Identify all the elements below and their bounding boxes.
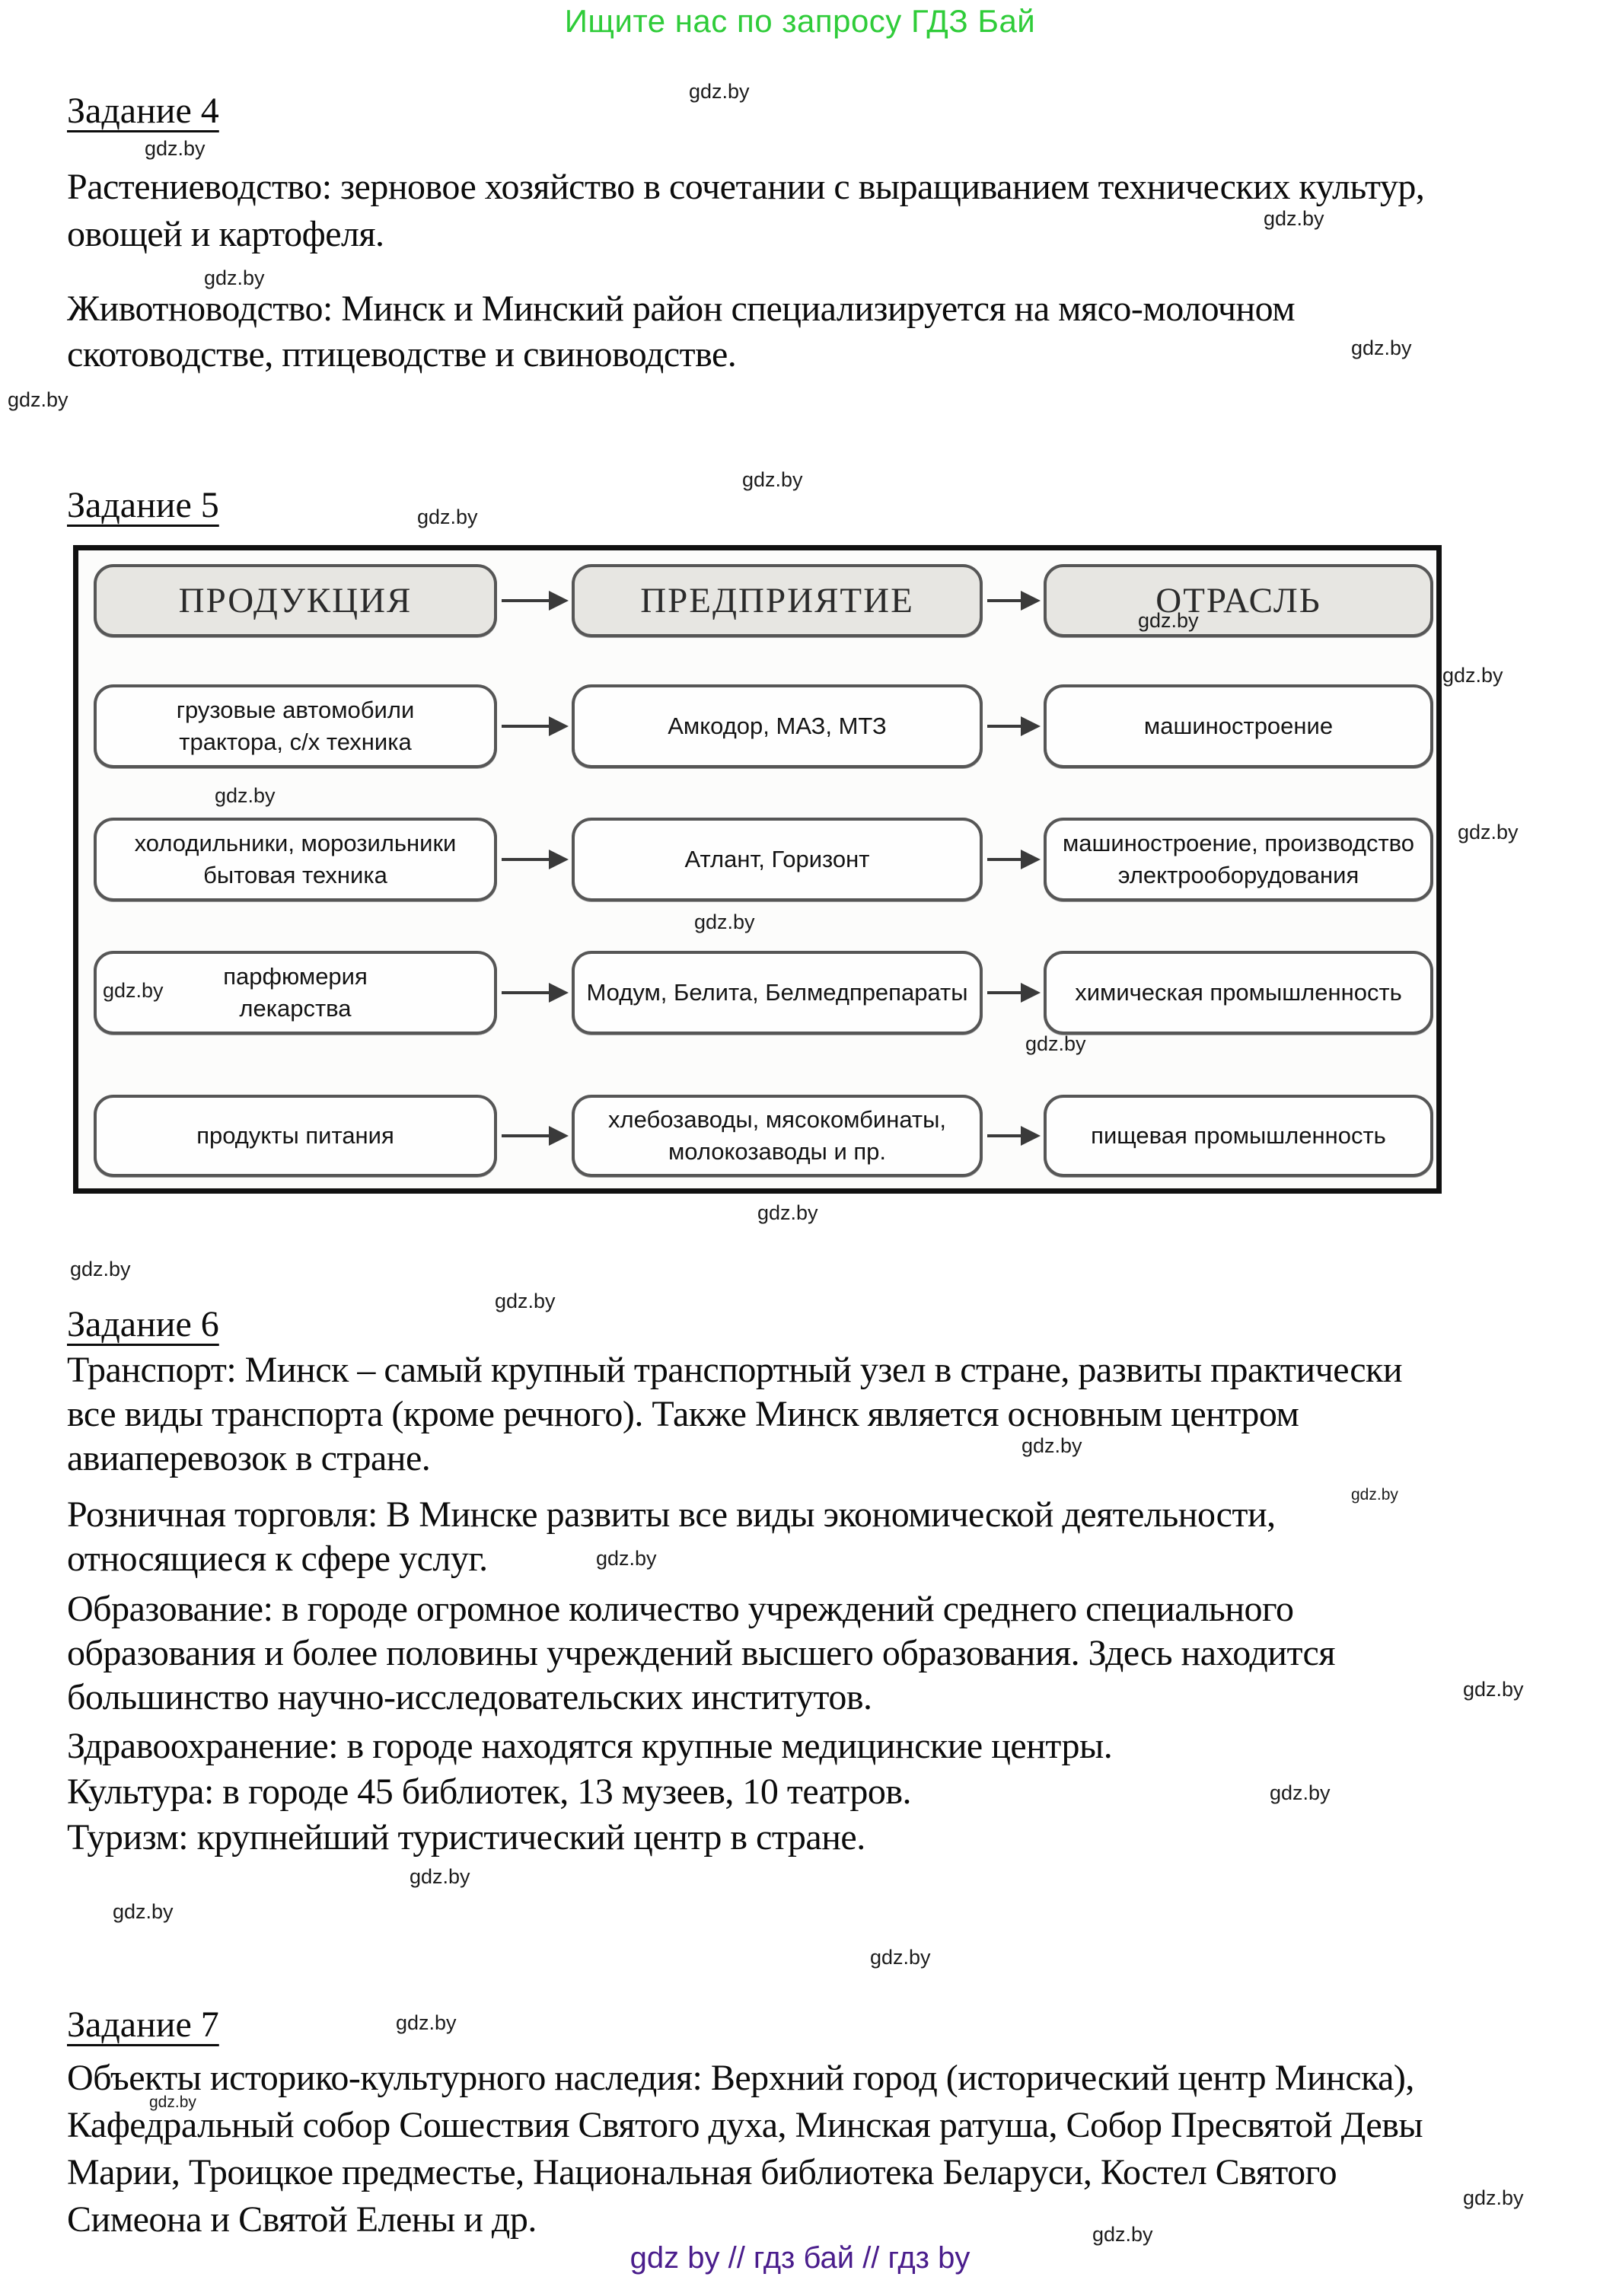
text-line: Кафедральный собор Сошествия Святого дух…	[67, 2105, 1423, 2145]
arrow-right-icon	[502, 591, 569, 611]
text-line: относящиеся к сфере услуг.	[67, 1539, 488, 1579]
text-line: Симеона и Святой Елены и др.	[67, 2199, 537, 2240]
watermark-gdzby: gdz.by	[596, 1547, 657, 1570]
watermark-gdzby: gdz.by	[417, 505, 478, 528]
arrow-right-icon	[502, 1126, 569, 1146]
watermark-gdzby: gdz.by	[1442, 664, 1503, 687]
diagram-header-enterprise: ПРЕДПРИЯТИЕ	[572, 564, 983, 637]
diagram-header-products: ПРОДУКЦИЯ	[94, 564, 497, 637]
text-line: Марии, Троицкое предместье, Национальная…	[67, 2152, 1337, 2192]
diagram-cell-industry-1: машиностроение	[1044, 684, 1433, 768]
diagram-header-industry-label: ОТРАСЛЬ	[1155, 581, 1321, 620]
task4-title: Задание 4	[67, 91, 219, 131]
watermark-gdzby: gdz.by	[145, 137, 206, 160]
task7-title: Задание 7	[67, 2004, 219, 2045]
arrow-right-icon	[987, 1126, 1041, 1146]
text-line: авиаперевозок в стране.	[67, 1438, 431, 1478]
text-line: скотоводстве, птицеводстве и свиноводств…	[67, 334, 737, 375]
arrow-right-icon	[502, 983, 569, 1003]
diagram-cell-enterprise-2: Атлант, Горизонт	[572, 818, 983, 901]
watermark-gdzby: gdz.by	[1463, 1678, 1524, 1701]
arrow-right-icon	[987, 591, 1041, 611]
watermark-gdzby: gdz.by	[1351, 336, 1412, 359]
watermark-gdzby: gdz.by	[113, 1900, 174, 1923]
diagram-cell-enterprise-3-label: Модум, Белита, Белмедпрепараты	[586, 979, 968, 1006]
diagram-cell-product-2-label: холодильники, морозильники бытовая техни…	[134, 830, 457, 888]
watermark-gdzby: gdz.by	[870, 1946, 931, 1969]
diagram-cell-product-2: холодильники, морозильники бытовая техни…	[94, 818, 497, 901]
text-line: Туризм: крупнейший туристический центр в…	[67, 1817, 865, 1858]
arrow-right-icon	[987, 983, 1041, 1003]
watermark-gdzby: gdz.by	[1463, 2186, 1524, 2209]
text-line: Культура: в городе 45 библиотек, 13 музе…	[67, 1771, 912, 1812]
watermark-gdzby: gdz.by	[396, 2011, 457, 2034]
text-line: Образование: в городе огромное количеств…	[67, 1589, 1294, 1629]
diagram-cell-enterprise-4-label: хлебозаводы, мясокомбинаты, молокозаводы…	[607, 1106, 946, 1165]
diagram-cell-enterprise-1: Амкодор, МАЗ, МТЗ	[572, 684, 983, 768]
diagram-cell-product-3: парфюмерия лекарства	[94, 951, 497, 1035]
diagram-cell-industry-2-label: машиностроение, производство электрообор…	[1062, 830, 1415, 888]
text-line: образования и более половины учреждений …	[67, 1633, 1335, 1673]
watermark-gdzby: gdz.by	[149, 2094, 196, 2111]
promo-banner: Ищите нас по запросу ГДЗ Бай	[564, 3, 1036, 39]
text-line: большинство научно-исследовательских инс…	[67, 1677, 872, 1717]
text-line: Розничная торговля: В Минске развиты все…	[67, 1494, 1276, 1535]
text-line: Растениеводство: зерновое хозяйство в со…	[67, 167, 1425, 207]
watermark-gdzby: gdz.by	[1458, 821, 1519, 843]
diagram-cell-product-4-label: продукты питания	[196, 1122, 394, 1149]
arrow-right-icon	[987, 850, 1041, 869]
watermark-gdzby: gdz.by	[103, 979, 164, 1002]
text-line: все виды транспорта (кроме речного). Так…	[67, 1394, 1299, 1434]
diagram-cell-enterprise-2-label: Атлант, Горизонт	[684, 846, 870, 872]
watermark-gdzby: gdz.by	[204, 266, 265, 289]
watermark-gdzby: gdz.by	[757, 1201, 818, 1224]
watermark-gdzby: gdz.by	[495, 1290, 556, 1312]
watermark-gdzby: gdz.by	[1351, 1486, 1398, 1504]
diagram-cell-enterprise-3: Модум, Белита, Белмедпрепараты	[572, 951, 983, 1035]
diagram-cell-industry-1-label: машиностроение	[1143, 713, 1334, 739]
text-line: Здравоохранение: в городе находятся круп…	[67, 1726, 1113, 1766]
arrow-right-icon	[987, 716, 1041, 736]
diagram-header-industry: ОТРАСЛЬ	[1044, 564, 1433, 637]
footer-watermark: gdz by // гдз бай // гдз by	[629, 2241, 971, 2275]
task6-title: Задание 6	[67, 1304, 219, 1344]
diagram-header-enterprise-label: ПРЕДПРИЯТИЕ	[640, 581, 914, 620]
watermark-gdzby: gdz.by	[1138, 609, 1199, 632]
diagram-cell-industry-3: химическая промышленность	[1044, 951, 1433, 1035]
watermark-gdzby: gdz.by	[694, 910, 755, 933]
arrow-right-icon	[502, 716, 569, 736]
task5-title: Задание 5	[67, 485, 219, 525]
watermark-gdzby: gdz.by	[689, 80, 750, 103]
diagram-cell-product-3-label: парфюмерия лекарства	[223, 963, 368, 1022]
diagram-cell-enterprise-4: хлебозаводы, мясокомбинаты, молокозаводы…	[572, 1095, 983, 1177]
watermark-gdzby: gdz.by	[1270, 1781, 1331, 1804]
diagram-cell-industry-4: пищевая промышленность	[1044, 1095, 1433, 1177]
diagram-cell-industry-2: машиностроение, производство электрообор…	[1044, 818, 1433, 901]
diagram-header-products-label: ПРОДУКЦИЯ	[178, 581, 413, 620]
watermark-gdzby: gdz.by	[1022, 1434, 1082, 1457]
diagram-cell-product-1: грузовые автомобили трактора, с/х техник…	[94, 684, 497, 768]
watermark-gdzby: gdz.by	[1264, 207, 1324, 230]
diagram-cell-product-1-label: грузовые автомобили трактора, с/х техник…	[176, 697, 415, 755]
watermark-gdzby: gdz.by	[1025, 1032, 1086, 1055]
watermark-gdzby: gdz.by	[8, 388, 69, 411]
diagram-cell-product-4: продукты питания	[94, 1095, 497, 1177]
watermark-gdzby: gdz.by	[410, 1865, 470, 1888]
watermark-gdzby: gdz.by	[215, 784, 276, 807]
task5-diagram: ПРОДУКЦИЯ ПРЕДПРИЯТИЕ ОТРАСЛЬ грузовые а…	[73, 545, 1442, 1194]
watermark-gdzby: gdz.by	[1092, 2223, 1153, 2246]
text-line: Животноводство: Минск и Минский район сп…	[67, 289, 1296, 329]
watermark-gdzby: gdz.by	[742, 468, 803, 491]
text-line: Объекты историко-культурного наследия: В…	[67, 2058, 1414, 2098]
text-line: овощей и картофеля.	[67, 214, 384, 254]
diagram-cell-industry-4-label: пищевая промышленность	[1091, 1122, 1386, 1149]
arrow-right-icon	[502, 850, 569, 869]
diagram-cell-industry-3-label: химическая промышленность	[1075, 979, 1402, 1006]
watermark-gdzby: gdz.by	[70, 1258, 131, 1280]
diagram-cell-enterprise-1-label: Амкодор, МАЗ, МТЗ	[668, 713, 887, 739]
text-line: Транспорт: Минск – самый крупный транспо…	[67, 1350, 1403, 1390]
